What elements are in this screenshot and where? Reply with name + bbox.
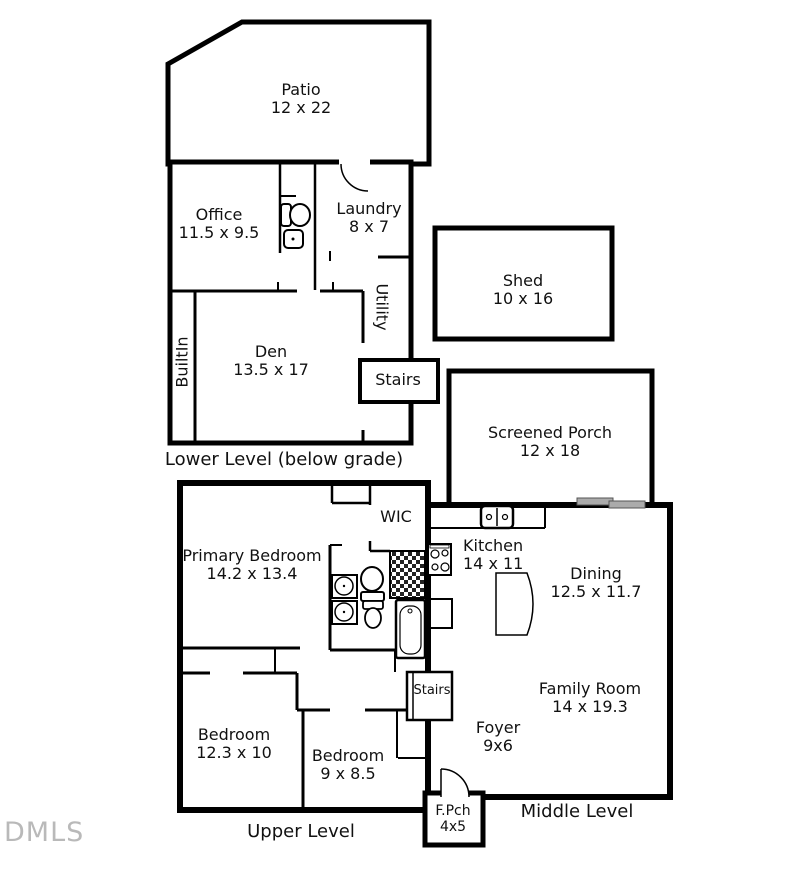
wic-walls (330, 486, 390, 553)
room-label-foyer: Foyer 9x6 (475, 718, 521, 756)
lower-level-label: Lower Level (below grade) (164, 449, 404, 470)
shed-outline (432, 225, 615, 342)
middle-level-outline (425, 502, 673, 800)
room-label-kitchen: Kitchen 14 x 11 (463, 536, 524, 574)
room-label-patio: Patio 12 x 22 (270, 80, 332, 118)
mls-watermark: DMLS (4, 817, 85, 848)
room-label-front-porch: F.Pch 4x5 (435, 803, 471, 836)
room-label-wic: WIC (380, 507, 412, 526)
bathtub-icon (394, 598, 427, 660)
upper-level-label: Upper Level (247, 821, 355, 842)
stove-icon (427, 543, 452, 576)
room-label-office: Office 11.5 x 9.5 (178, 205, 260, 243)
middle-stairs-box (405, 670, 454, 722)
room-label-screened-porch: Screened Porch 12 x 18 (487, 423, 613, 461)
shower-icon (389, 550, 426, 599)
room-label-stairs-middle: Stairs (413, 683, 451, 698)
dining-table-icon (495, 572, 534, 636)
room-label-primary-bedroom: Primary Bedroom 14.2 x 13.4 (182, 546, 322, 584)
room-label-den: Den 13.5 x 17 (233, 342, 309, 380)
room-label-bedroom-2: Bedroom 9 x 8.5 (311, 746, 385, 784)
front-porch-outline (422, 768, 486, 848)
room-label-utility: Utility (372, 283, 392, 331)
kitchen-sink-icon (479, 504, 515, 530)
patio-outline (165, 19, 432, 167)
screened-porch-outline (446, 368, 655, 508)
middle-level-label: Middle Level (520, 801, 634, 822)
room-label-builtin: BuiltIn (172, 336, 192, 388)
room-label-family-room: Family Room 14 x 19.3 (538, 679, 642, 717)
lower-bath-toilet-icon (280, 203, 311, 227)
room-label-bedroom-1: Bedroom 12.3 x 10 (196, 725, 272, 763)
upper-interior-walls (183, 544, 425, 807)
lower-stairs-box (358, 358, 440, 404)
lower-bath-sink-icon (283, 229, 304, 249)
patio-door (339, 156, 370, 192)
lower-interior-walls (172, 162, 410, 441)
vanity-sinks-icon (331, 574, 358, 625)
room-label-shed: Shed 10 x 16 (492, 271, 554, 309)
toilets-icon (360, 566, 385, 629)
room-label-dining: Dining 12.5 x 11.7 (550, 564, 642, 602)
sliding-door-icon (576, 497, 646, 509)
room-label-stairs-lower: Stairs (375, 370, 421, 389)
room-label-laundry: Laundry 8 x 7 (336, 199, 402, 237)
